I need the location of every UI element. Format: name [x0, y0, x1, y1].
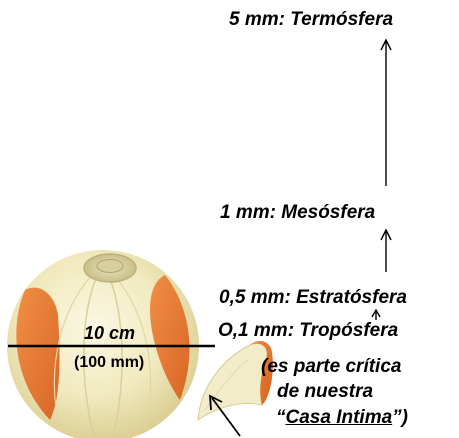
label-troposphere: O,1 mm: Tropósfera: [218, 321, 398, 340]
onion-skin-left: [16, 288, 59, 420]
note-quote-open: “: [276, 407, 286, 428]
onion-illustration: [7, 250, 199, 438]
onion-diameter-mm: (100 mm): [74, 354, 144, 372]
note-line-1: (es parte crítica: [261, 357, 401, 376]
label-stratosphere: 0,5 mm: Estratósfera: [219, 288, 407, 307]
note-line-3: “Casa Intima”): [276, 408, 408, 427]
peeled-layer: [198, 341, 273, 420]
note-quote-close: ”): [392, 407, 408, 428]
onion-diameter-label: 10 cm: [84, 323, 135, 344]
label-mesosphere: 1 mm: Mesósfera: [220, 203, 375, 222]
note-line-2: de nuestra: [277, 382, 373, 401]
label-thermosphere: 5 mm: Termósfera: [229, 10, 393, 29]
note-emphasis: Casa Intima: [286, 407, 393, 428]
